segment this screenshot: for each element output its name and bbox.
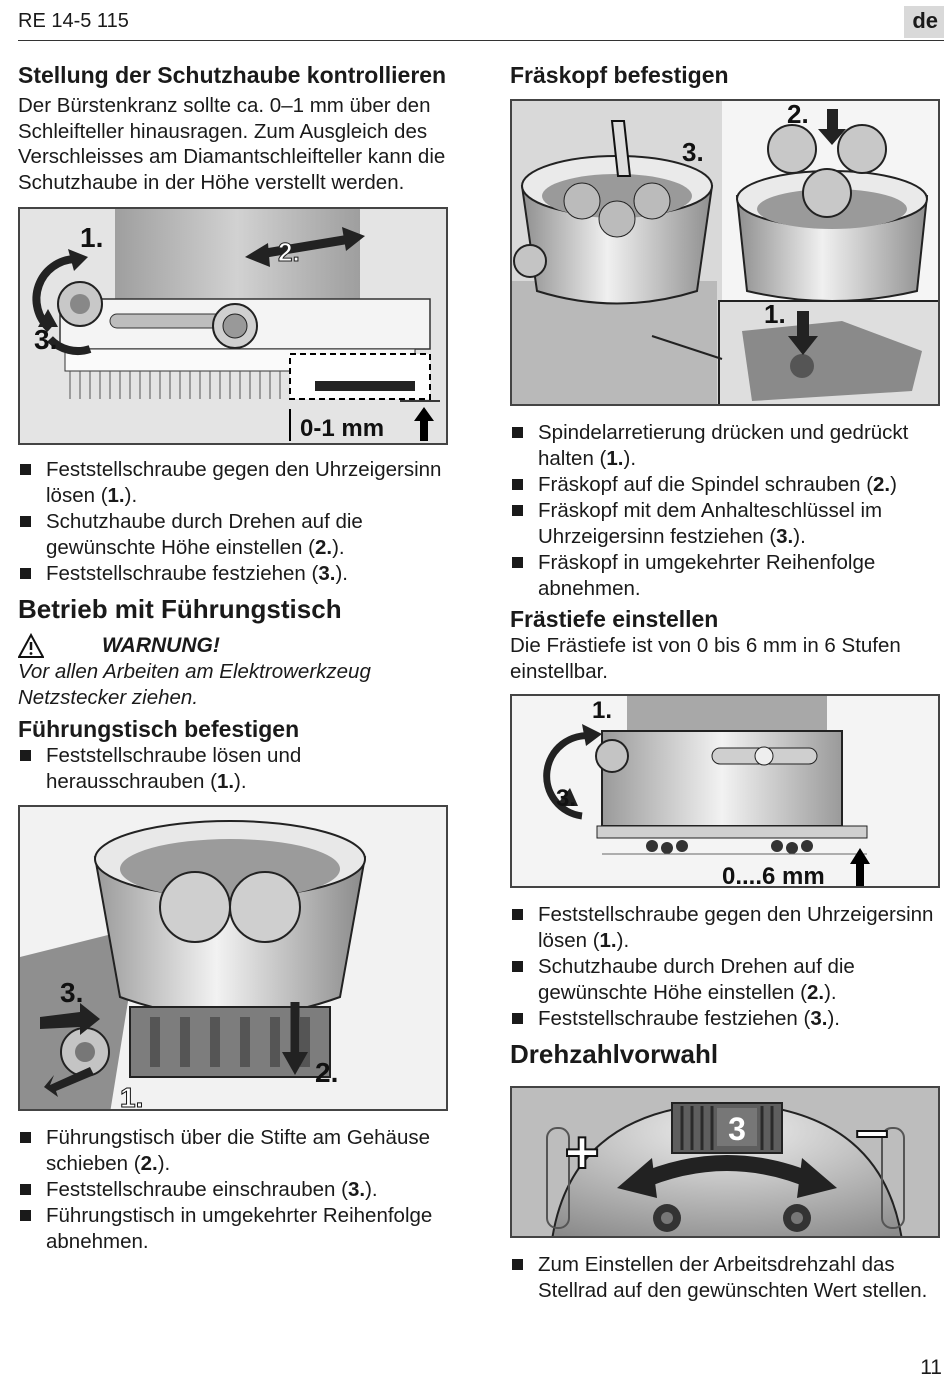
section-title-attach-milling-head: Fräskopf befestigen (510, 62, 729, 88)
warning-icon (18, 633, 44, 658)
document-model-number: RE 14-5 115 (18, 10, 129, 32)
warning-text: Vor allen Arbeiten am Elektrowerkzeug Ne… (18, 660, 371, 709)
list-item: Fräskopf auf die Spindel schrauben (2.) (510, 472, 940, 498)
list-item: Feststellschraube gegen den Uhrzeigersin… (18, 457, 450, 509)
list-item: Zum Einstellen der Arbeitsdrehzahl das S… (510, 1252, 940, 1304)
figure-speed-dial: 3 + – (510, 1086, 940, 1238)
attach-steps-list: Feststellschraube lösen und herausschrau… (18, 743, 450, 795)
milling-head-steps-list: Spindelarretierung drücken und gedrückt … (510, 420, 940, 602)
figure-guard-adjustment: 1. 2. 3. 0-1 mm (18, 207, 448, 445)
header-divider (18, 40, 944, 41)
fig3-step3-label: 3. (60, 977, 83, 1008)
figure-milling-head: 3. 2. 1. (510, 99, 940, 406)
section-title-guide-table: Betrieb mit Führungstisch (18, 594, 342, 624)
list-item: Fräskopf mit dem Anhalteschlüssel im Uhr… (510, 498, 940, 550)
fig4-step3-label: 3. (556, 785, 576, 812)
list-item: Schutzhaube durch Drehen auf die gewünsc… (510, 954, 940, 1006)
fig2-step1-label: 1. (764, 299, 786, 329)
fig1-step2-label: 2. (278, 237, 300, 267)
list-item: Feststellschraube festziehen (3.). (18, 561, 450, 587)
dial-value: 3 (728, 1111, 746, 1147)
fig1-dimension-label: 0-1 mm (300, 415, 384, 442)
section-title-guard-position: Stellung der Schutzhaube kontrollieren (18, 62, 447, 88)
guard-position-paragraph: Der Bürstenkranz sollte ca. 0–1 mm über … (18, 94, 446, 194)
list-item: Feststellschraube festziehen (3.). (510, 1006, 940, 1032)
speed-minus-symbol: – (855, 1096, 888, 1163)
fig4-dimension-label: 0....6 mm (722, 863, 825, 888)
milling-depth-paragraph: Die Frästiefe ist von 0 bis 6 mm in 6 St… (510, 634, 901, 683)
page-number: 11 (920, 1356, 942, 1379)
guide-table-steps-list: Führungstisch über die Stifte am Gehäuse… (18, 1125, 450, 1255)
language-badge: de (904, 6, 944, 38)
list-item: Führungstisch in umgekehrter Reihenfolge… (18, 1203, 450, 1255)
list-item: Feststellschraube gegen den Uhrzeigersin… (510, 902, 940, 954)
list-item: Feststellschraube lösen und herausschrau… (18, 743, 450, 795)
section-title-attach-guide-table: Führungstisch befestigen (18, 716, 300, 742)
warning-header: WARNUNG! (18, 633, 450, 659)
fig3-step1-label: 1. (120, 1082, 143, 1111)
warning-title: WARNUNG! (102, 634, 220, 657)
fig1-step3-label: 3. (34, 324, 57, 355)
figure-milling-depth: 1. 3. 0....6 mm (510, 694, 940, 888)
fig3-step2-label: 2. (315, 1057, 338, 1088)
figure-guide-table: 3. 2. 1. (18, 805, 448, 1111)
guard-steps-list: Feststellschraube gegen den Uhrzeigersin… (18, 457, 450, 587)
speed-steps-list: Zum Einstellen der Arbeitsdrehzahl das S… (510, 1252, 940, 1304)
fig4-step1-label: 1. (592, 697, 612, 724)
left-column: Stellung der Schutzhaube kontrollieren D… (18, 62, 450, 1255)
fig1-step1-label: 1. (80, 222, 103, 253)
section-title-milling-depth: Frästiefe einstellen (510, 606, 719, 632)
speed-plus-symbol: + (564, 1119, 599, 1186)
list-item: Schutzhaube durch Drehen auf die gewünsc… (18, 509, 450, 561)
section-title-speed-preselection: Drehzahlvorwahl (510, 1039, 719, 1069)
list-item: Fräskopf in umgekehrter Reihenfolge abne… (510, 550, 940, 602)
depth-steps-list: Feststellschraube gegen den Uhrzeigersin… (510, 902, 940, 1032)
fig2-step2-label: 2. (787, 101, 809, 129)
fig2-step3-label: 3. (682, 137, 704, 167)
list-item: Spindelarretierung drücken und gedrückt … (510, 420, 940, 472)
list-item: Feststellschraube einschrauben (3.). (18, 1177, 450, 1203)
right-column: Fräskopf befestigen (510, 62, 940, 1304)
list-item: Führungstisch über die Stifte am Gehäuse… (18, 1125, 450, 1177)
